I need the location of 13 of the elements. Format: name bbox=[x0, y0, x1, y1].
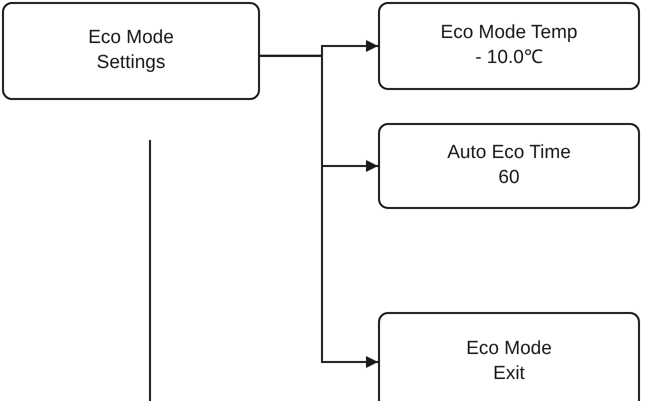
menu-text: - 10.0℃ bbox=[475, 46, 543, 70]
menu-text: Settings bbox=[96, 51, 166, 75]
menu-text: 60 bbox=[498, 166, 520, 190]
menu-box bbox=[378, 123, 640, 209]
menu-box bbox=[378, 312, 640, 401]
menu-text: Auto Eco Time bbox=[447, 141, 571, 166]
menu-text: Exit bbox=[493, 362, 525, 386]
menu-text: Eco Mode bbox=[466, 337, 552, 362]
menu-text: Eco Mode Temp bbox=[440, 21, 578, 46]
menu-text: Eco Mode bbox=[88, 26, 174, 50]
arrow bbox=[260, 54, 378, 368]
menu-box bbox=[2, 2, 260, 100]
menu-box bbox=[378, 2, 640, 90]
